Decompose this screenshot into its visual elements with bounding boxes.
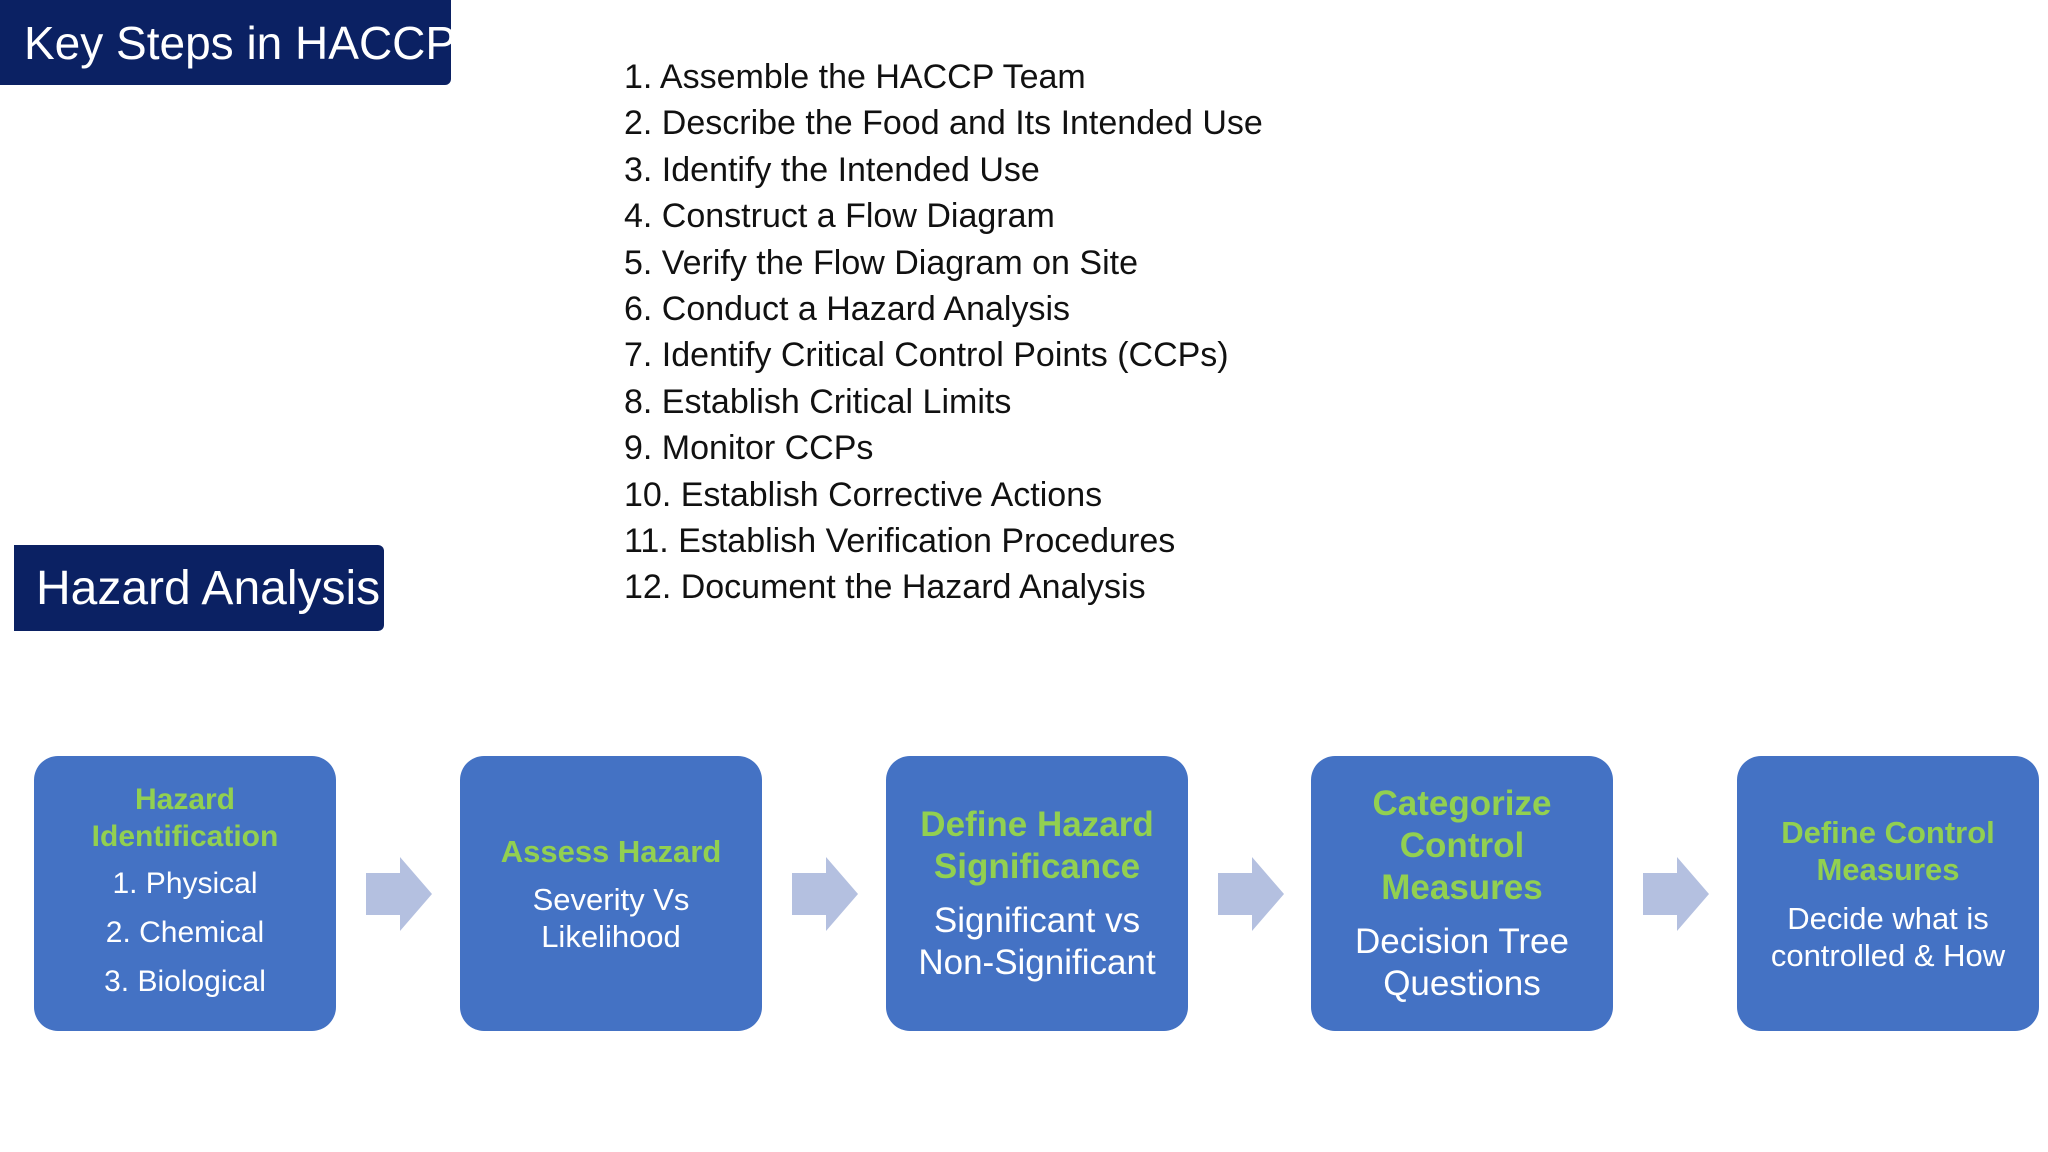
arrow-right-icon bbox=[1643, 857, 1709, 931]
flow-box-heading: Hazard Identification bbox=[92, 781, 279, 855]
flow-box-define-control-measures: Define Control Measures Decide what is c… bbox=[1737, 756, 2039, 1031]
step-item: 7. Identify Critical Control Points (CCP… bbox=[624, 336, 1229, 375]
heading-line: Hazard bbox=[134, 783, 236, 816]
flow-box-subtext: 1. Physical 2. Chemical 3. Biological bbox=[104, 859, 266, 1006]
subtext-line: Significant vs bbox=[933, 900, 1141, 940]
flow-box-subtext: Decision Tree Questions bbox=[1355, 921, 1569, 1005]
haccp-steps-list: 1. Assemble the HACCP Team 2. Describe t… bbox=[624, 54, 1263, 611]
subtext-line: 2. Chemical bbox=[105, 916, 265, 949]
heading-line: Define Hazard bbox=[920, 804, 1154, 844]
flow-box-define-hazard-significance: Define Hazard Significance Significant v… bbox=[886, 756, 1188, 1031]
step-item: 5. Verify the Flow Diagram on Site bbox=[624, 243, 1139, 282]
page-title-text: Key Steps in HACCP bbox=[24, 16, 457, 69]
subtext-line: Decide what is bbox=[1787, 900, 1989, 936]
flow-box-subtext: Severity Vs Likelihood bbox=[533, 881, 690, 955]
step-item: 4. Construct a Flow Diagram bbox=[624, 197, 1055, 236]
flow-box-heading: Assess Hazard bbox=[501, 833, 722, 871]
heading-line: Measures bbox=[1816, 851, 1960, 887]
subtext-line: 1. Physical bbox=[112, 867, 258, 900]
flow-box-subtext: Significant vs Non-Significant bbox=[918, 900, 1155, 984]
flow-box-categorize-control-measures: Categorize Control Measures Decision Tre… bbox=[1311, 756, 1613, 1031]
step-item: 11. Establish Verification Procedures bbox=[624, 522, 1176, 561]
step-item: 3. Identify the Intended Use bbox=[624, 150, 1040, 189]
flow-box-heading: Categorize Control Measures bbox=[1373, 783, 1552, 909]
heading-line: Assess Hazard bbox=[500, 833, 722, 869]
subtext-line: controlled & How bbox=[1770, 937, 2006, 973]
section-title-hazard-analysis: Hazard Analysis bbox=[14, 545, 384, 631]
arrow-right-icon bbox=[792, 857, 858, 931]
heading-line: Identification bbox=[91, 820, 279, 853]
section-title-text: Hazard Analysis bbox=[36, 561, 381, 615]
subtext-line: Non-Significant bbox=[918, 942, 1156, 982]
step-item: 8. Establish Critical Limits bbox=[624, 382, 1012, 421]
flow-box-heading: Define Control Measures bbox=[1781, 814, 1995, 888]
subtext-line: Likelihood bbox=[541, 918, 681, 954]
step-item: 9. Monitor CCPs bbox=[624, 429, 874, 468]
heading-line: Significance bbox=[933, 846, 1141, 886]
heading-line: Measures bbox=[1381, 867, 1543, 907]
arrow-right-icon bbox=[1218, 857, 1284, 931]
arrow-right-icon bbox=[366, 857, 432, 931]
heading-line: Define Control bbox=[1781, 814, 1995, 850]
heading-line: Control bbox=[1399, 825, 1525, 865]
page-title: Key Steps in HACCP bbox=[0, 0, 456, 85]
subtext-line: 3. Biological bbox=[104, 965, 266, 998]
step-item: 1. Assemble the HACCP Team bbox=[624, 58, 1086, 96]
step-item: 10. Establish Corrective Actions bbox=[624, 475, 1103, 514]
step-item: 2. Describe the Food and Its Intended Us… bbox=[624, 104, 1263, 143]
flow-box-assess-hazard: Assess Hazard Severity Vs Likelihood bbox=[460, 756, 762, 1031]
subtext-line: Decision Tree bbox=[1355, 921, 1569, 961]
heading-line: Categorize bbox=[1372, 783, 1552, 823]
subtext-line: Severity Vs bbox=[532, 881, 690, 917]
step-item: 12. Document the Hazard Analysis bbox=[624, 568, 1146, 607]
flow-box-heading: Define Hazard Significance bbox=[920, 804, 1153, 888]
subtext-line: Questions bbox=[1383, 963, 1541, 1003]
step-item: 6. Conduct a Hazard Analysis bbox=[624, 290, 1071, 329]
flow-box-hazard-identification: Hazard Identification 1. Physical 2. Che… bbox=[34, 756, 336, 1031]
flow-box-subtext: Decide what is controlled & How bbox=[1771, 900, 2005, 974]
